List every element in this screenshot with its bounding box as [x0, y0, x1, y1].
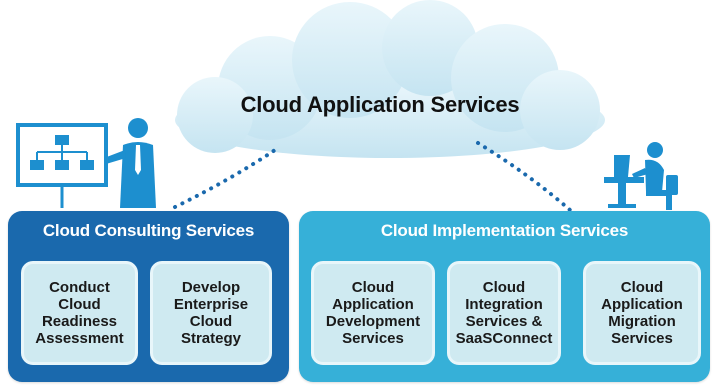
org-chart-board-icon — [16, 123, 108, 208]
connector-left — [173, 148, 277, 209]
card-label: Cloud Integration Services & SaaSConnect — [455, 279, 553, 347]
card-label: Develop Enterprise Cloud Strategy — [173, 279, 249, 347]
consulting-services-title: Cloud Consulting Services — [42, 221, 255, 240]
implementation-services-title: Cloud Implementation Services — [380, 221, 629, 240]
card-integration-saasconnect: Cloud Integration Services & SaaSConnect — [447, 261, 561, 365]
central-cloud-label: Cloud Application Services — [240, 92, 520, 117]
presenter-person-icon — [104, 118, 156, 208]
computer-user-icon — [604, 142, 678, 210]
card-enterprise-cloud-strategy: Develop Enterprise Cloud Strategy — [150, 261, 272, 365]
central-cloud-icon — [175, 0, 605, 158]
card-label: Cloud Application Development Services — [325, 279, 421, 347]
card-application-development: Cloud Application Development Services — [311, 261, 435, 365]
implementation-services-panel: Cloud Implementation Services Cloud Appl… — [299, 211, 710, 382]
connector-right — [476, 141, 572, 212]
consulting-services-panel: Cloud Consulting Services Conduct Cloud … — [8, 211, 289, 382]
card-readiness-assessment: Conduct Cloud Readiness Assessment — [21, 261, 138, 365]
card-label: Cloud Application Migration Services — [601, 279, 683, 347]
card-label: Conduct Cloud Readiness Assessment — [35, 279, 124, 347]
card-application-migration: Cloud Application Migration Services — [583, 261, 701, 365]
